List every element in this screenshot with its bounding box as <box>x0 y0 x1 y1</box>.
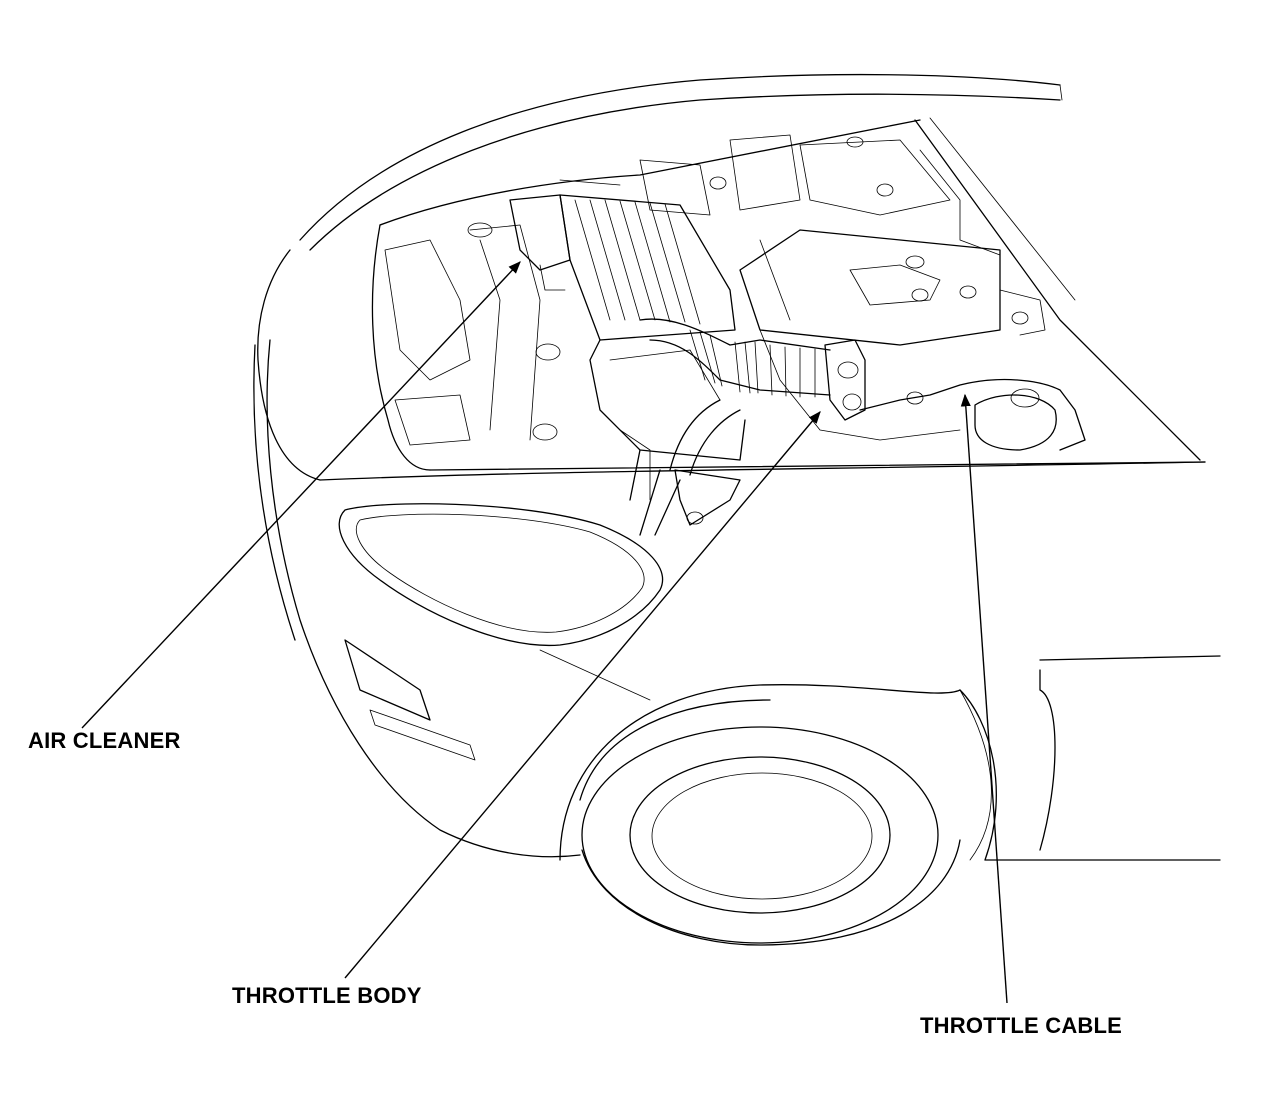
engine-bay-details <box>384 134 1086 536</box>
throttle-cable-label: THROTTLE CABLE <box>920 1013 1123 1038</box>
throttle-cable-leader <box>960 393 1008 1004</box>
car-body-outline <box>253 73 1221 946</box>
callout-leaders <box>81 261 1008 1004</box>
air-cleaner-label: AIR CLEANER <box>28 728 181 753</box>
air-cleaner-leader <box>81 261 521 729</box>
throttle-body-leader <box>344 411 821 979</box>
throttle-body-label: THROTTLE BODY <box>232 983 422 1008</box>
